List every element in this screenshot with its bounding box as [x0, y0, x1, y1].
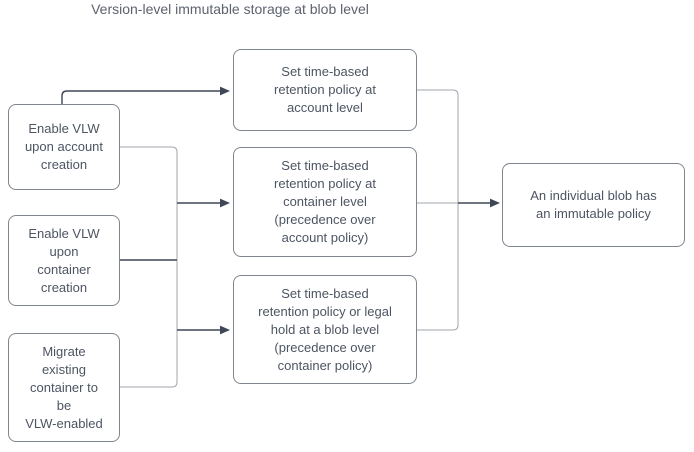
- right-trunk-connector: [417, 89, 459, 331]
- node-immutable-blob-result: An individual blob has an immutable poli…: [502, 163, 685, 247]
- arrowhead-result: [490, 198, 500, 208]
- arrowhead-blob-policy: [220, 325, 230, 335]
- node-retention-policy-container: Set time-based retention policy at conta…: [233, 147, 417, 257]
- node-label: Set time-based retention policy at conta…: [274, 158, 376, 245]
- node-migrate-existing-container: Migrate existing container to be VLW-ena…: [8, 333, 120, 442]
- node-label: Enable VLW upon container creation: [28, 225, 100, 295]
- node-retention-policy-blob: Set time-based retention policy or legal…: [233, 275, 417, 384]
- node-enable-vlw-account: Enable VLW upon account creation: [8, 104, 120, 190]
- diagram-title: Version-level immutable storage at blob …: [91, 1, 369, 17]
- node-retention-policy-account: Set time-based retention policy at accou…: [233, 49, 417, 131]
- arrowhead-container-policy: [220, 198, 230, 208]
- node-label: Set time-based retention policy or legal…: [258, 285, 392, 373]
- node-label: Migrate existing container to be VLW-ena…: [25, 343, 103, 431]
- account-to-account-policy-connector: [61, 90, 220, 104]
- arrowhead-account-policy: [220, 86, 230, 96]
- node-label: Enable VLW upon account creation: [24, 121, 104, 172]
- node-enable-vlw-container: Enable VLW upon container creation: [8, 215, 120, 306]
- left-trunk-connector: [120, 146, 178, 388]
- node-label: An individual blob has an immutable poli…: [530, 188, 657, 221]
- node-label: Set time-based retention policy at accou…: [274, 64, 376, 115]
